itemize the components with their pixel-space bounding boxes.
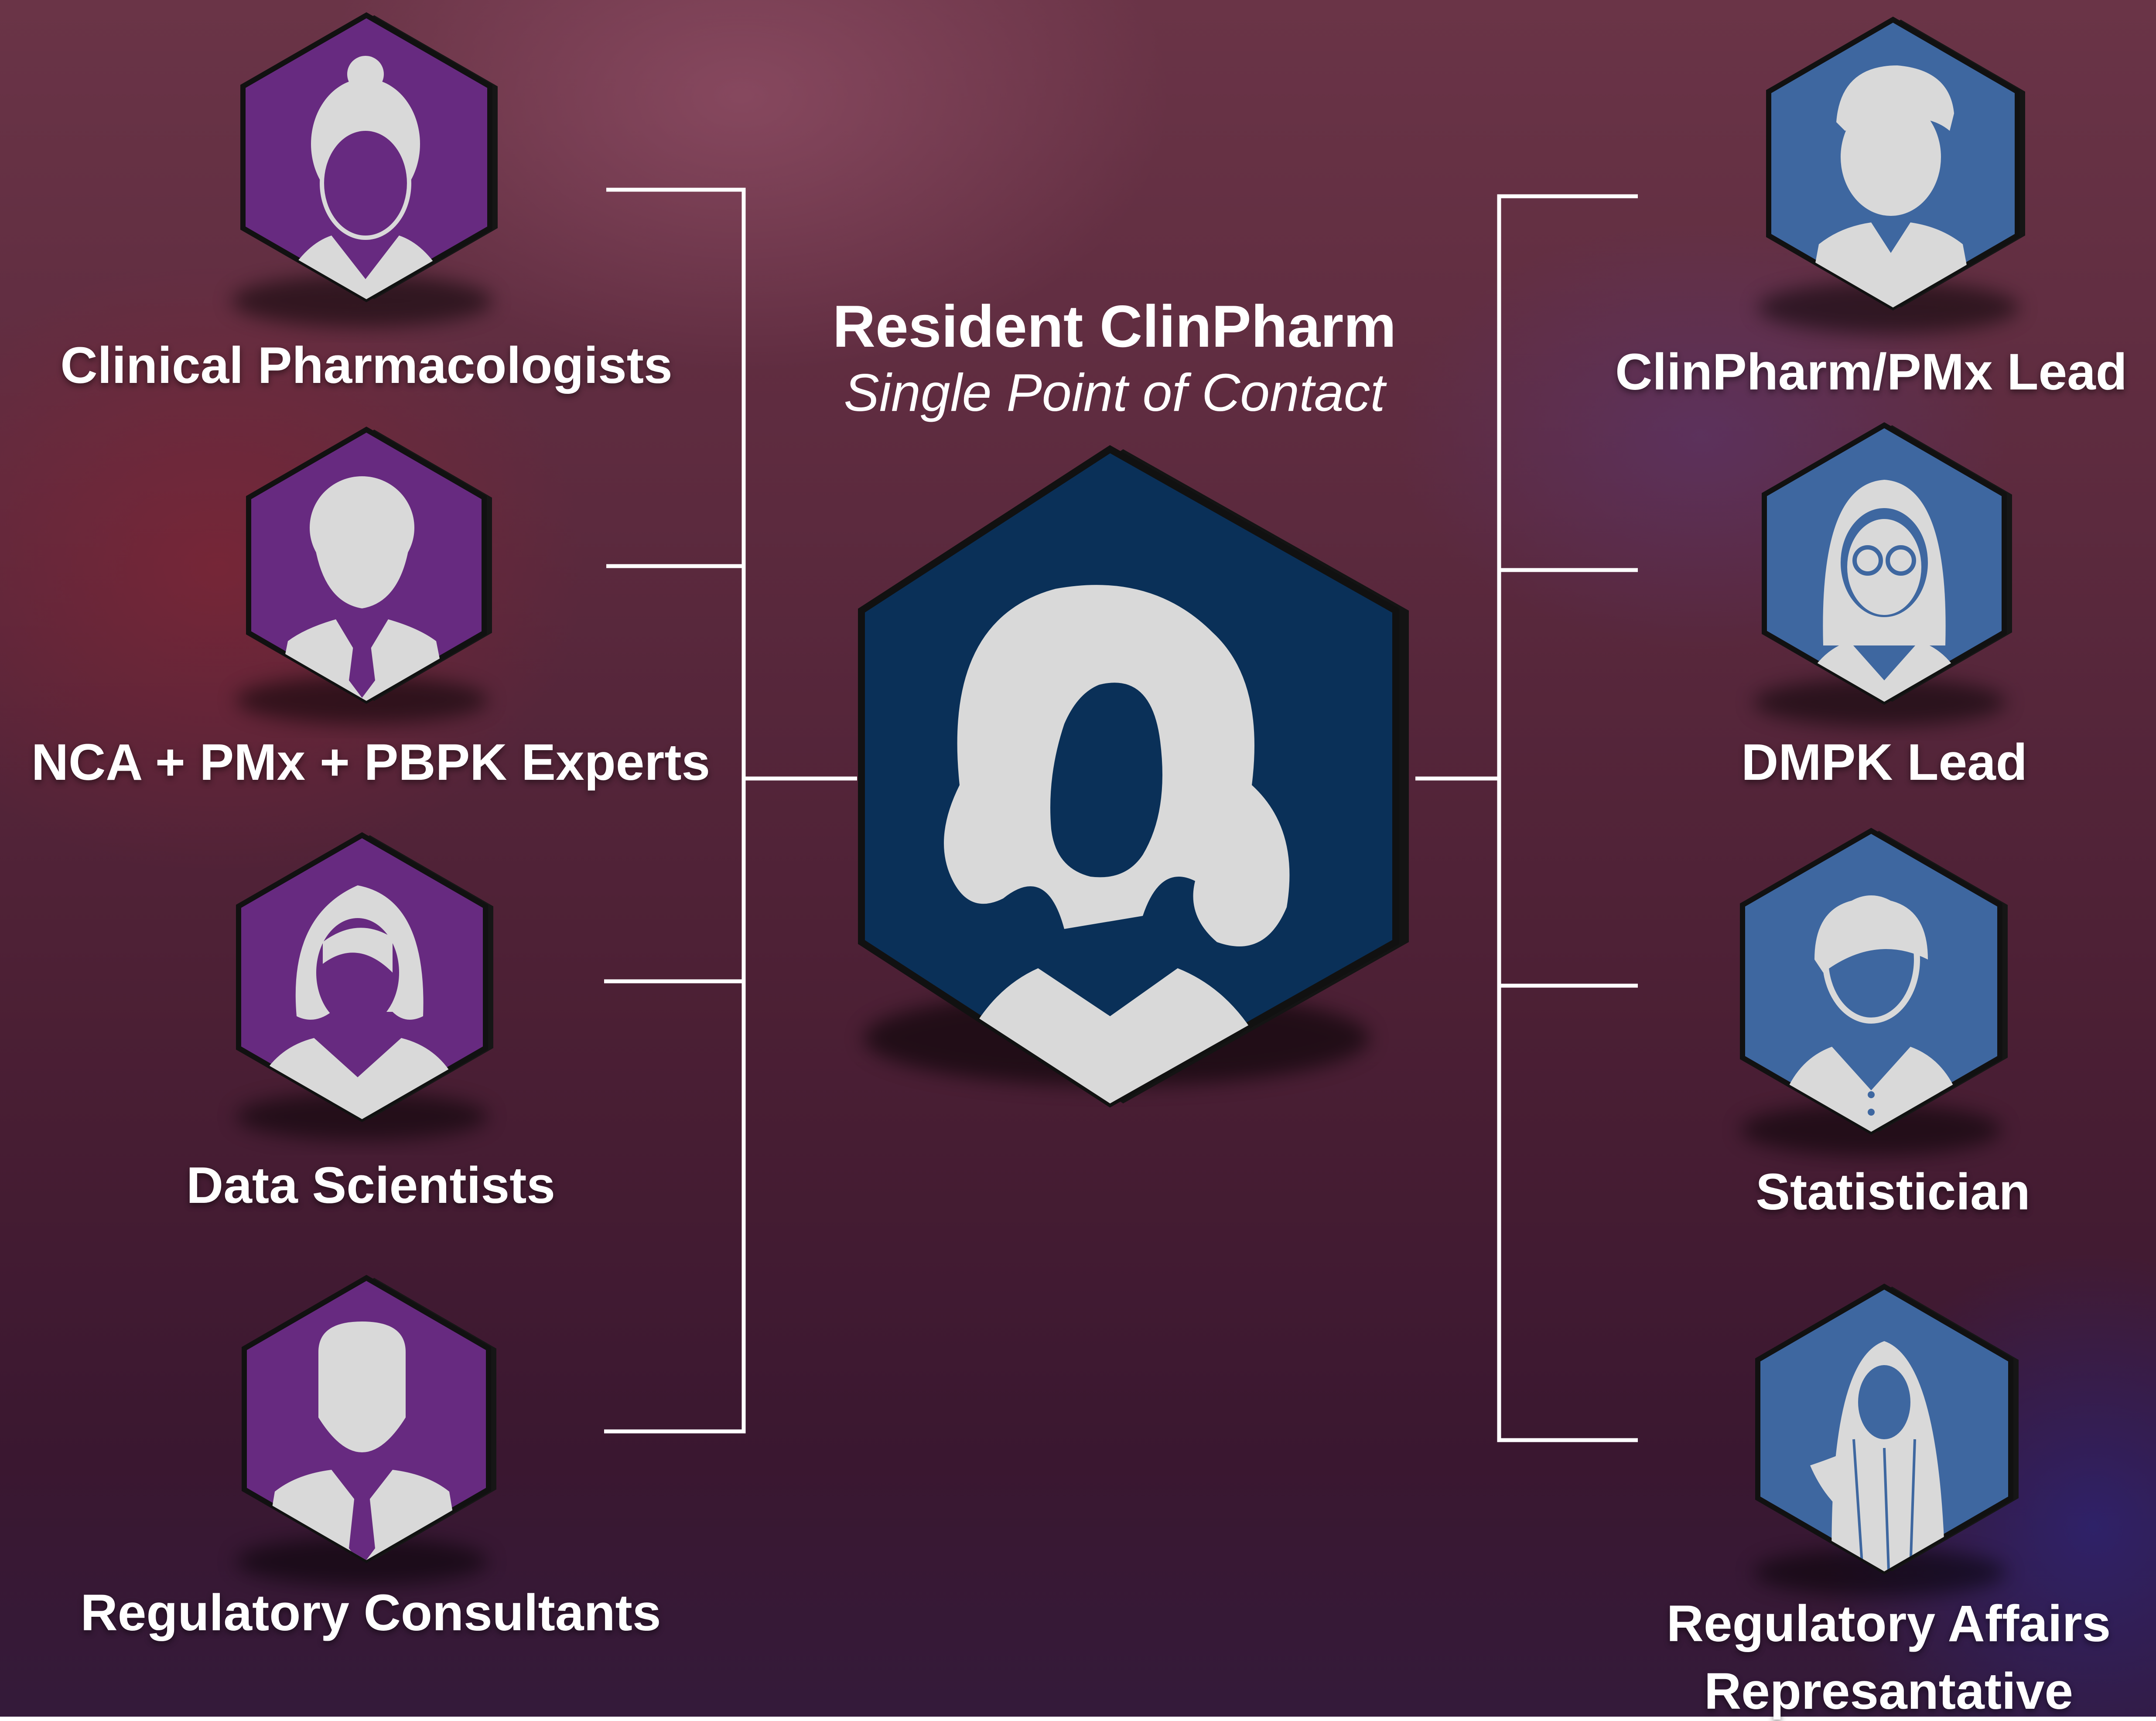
resident-clinpharm-hexagon	[858, 445, 1409, 1108]
label-clinpharm-pmx-lead: ClinPharm/PMx Lead	[1615, 343, 2127, 401]
clinical-pharmacologists-hexagon	[231, 12, 498, 327]
woman-glasses-icon	[1797, 480, 1971, 702]
left-connector	[604, 188, 857, 1434]
dmpk-lead-hexagon	[1753, 422, 2012, 726]
statistician-hexagon	[1740, 828, 2008, 1156]
page-subtitle: Single Point of Contact	[844, 363, 1385, 422]
label-clinical-pharmacologists: Clinical Pharmacologists	[60, 337, 673, 394]
label-nca-pmx-pbpk-experts: NCA + PMx + PBPK Experts	[31, 734, 711, 791]
label-dmpk-lead: DMPK Lead	[1741, 734, 2027, 791]
clinpharm-pmx-lead-hexagon	[1758, 17, 2025, 334]
label-representative: Represantative	[1704, 1663, 2074, 1720]
label-statistician: Statistician	[1756, 1163, 2030, 1221]
label-data-scientists: Data Scientists	[186, 1157, 555, 1214]
page-title: Resident ClinPharm	[832, 293, 1397, 359]
woman-headscarf-icon	[1810, 1341, 1945, 1571]
data-scientists-hexagon	[236, 832, 493, 1141]
regulatory-affairs-hexagon	[1753, 1284, 2019, 1596]
label-regulatory-affairs: Regulatory Affairs	[1666, 1595, 2111, 1653]
nca-pmx-pbpk-experts-hexagon	[236, 427, 492, 724]
right-connector	[1415, 194, 1638, 1442]
regulatory-consultants-hexagon	[236, 1275, 496, 1585]
label-regulatory-consultants: Regulatory Consultants	[80, 1584, 661, 1642]
